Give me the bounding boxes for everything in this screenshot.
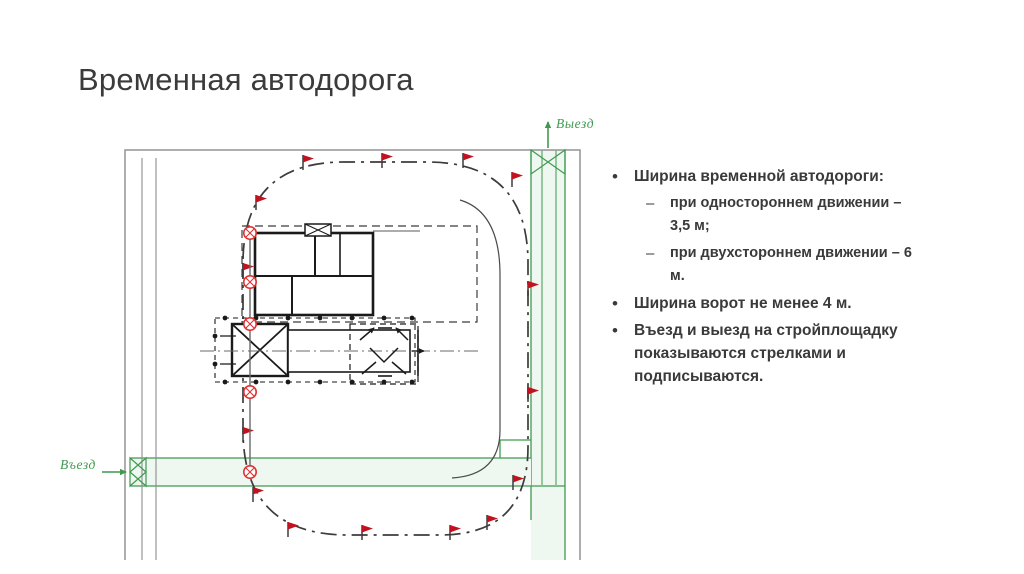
temporary-road-loop — [242, 161, 529, 536]
entrance-label: Въезд — [60, 457, 96, 472]
exit-label: Выезд — [556, 116, 594, 131]
bullet-marker: • — [612, 321, 618, 340]
bullet-marker: – — [646, 195, 655, 212]
page-title: Временная автодорога — [78, 62, 414, 97]
bullet-text: при двухстороннем движении – 6 м. — [670, 245, 912, 284]
gate-entrance-symbol — [129, 456, 147, 488]
building-setback-boundary — [241, 225, 478, 323]
road-inner-edge — [451, 199, 501, 479]
bullet-item: • Ширина ворот не менее 4 м. — [612, 292, 912, 315]
site-boundary — [124, 149, 581, 560]
bullet-text: Ширина ворот не менее 4 м. — [634, 295, 852, 312]
bullet-text: Въезд и выезд на стройплощадку показываю… — [634, 322, 898, 385]
site-plan-drawing: Выезд Въезд — [60, 100, 620, 560]
bullet-marker: • — [612, 167, 618, 186]
equipment-detail-block — [349, 323, 425, 385]
bullet-marker: • — [612, 294, 618, 313]
entrance-road — [130, 439, 565, 487]
gate-exit-symbol — [530, 148, 566, 176]
main-building — [253, 223, 420, 317]
bullet-item: – при одностороннем движении – 3,5 м; — [612, 192, 912, 238]
bullet-item: • Въезд и выезд на стройплощадку показыв… — [612, 319, 912, 388]
crane-rail-zone — [200, 315, 480, 385]
bullet-list: • Ширина временной автодороги: – при одн… — [612, 165, 912, 392]
bullet-marker: – — [646, 245, 655, 262]
existing-street — [141, 158, 157, 560]
bullet-text: при одностороннем движении – 3,5 м; — [670, 195, 902, 234]
bullet-text: Ширина временной автодороги: — [634, 168, 884, 185]
exit-road — [530, 150, 566, 560]
bullet-item: – при двухстороннем движении – 6 м. — [612, 242, 912, 288]
bullet-item: • Ширина временной автодороги: — [612, 165, 912, 188]
